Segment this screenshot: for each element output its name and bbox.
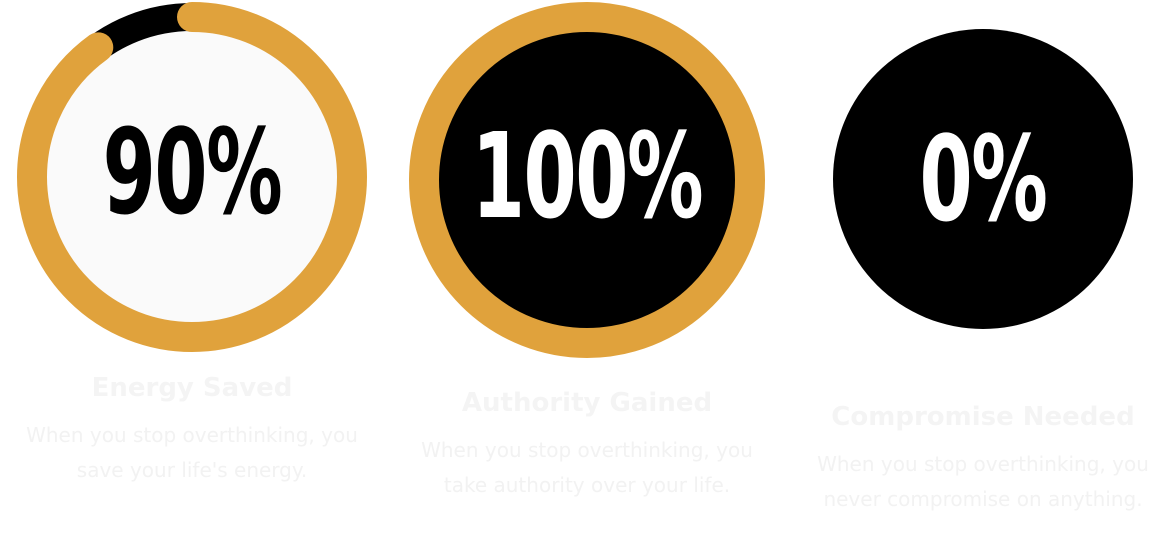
ring-inner-fill — [833, 29, 1133, 329]
progress-ring-compromise — [833, 29, 1133, 329]
stat-title: Energy Saved — [91, 373, 293, 403]
stat-compromise-needed: 0% Compromise Needed When you stop overt… — [793, 0, 1163, 550]
progress-ring-energy — [17, 2, 367, 352]
ring-inner-fill — [32, 17, 352, 337]
stat-description: When you stop overthinking, you save you… — [26, 423, 358, 482]
stat-value: 0% — [919, 110, 1048, 248]
stat-value: 90% — [102, 103, 283, 241]
stat-authority-gained: 100% Authority Gained When you stop over… — [397, 0, 777, 550]
progress-ring-authority — [409, 2, 765, 358]
stat-description: When you stop overthinking, you never co… — [817, 452, 1149, 511]
stat-energy-saved: 90% Energy Saved When you stop overthink… — [2, 0, 382, 550]
stat-title: Authority Gained — [461, 388, 713, 418]
stat-value: 100% — [471, 107, 704, 245]
ring-inner-fill — [424, 17, 750, 343]
stat-title: Compromise Needed — [831, 402, 1135, 432]
stat-description: When you stop overthinking, you take aut… — [421, 438, 753, 497]
ring-progress-arc — [409, 2, 765, 358]
ring-progress-arc — [17, 2, 367, 352]
